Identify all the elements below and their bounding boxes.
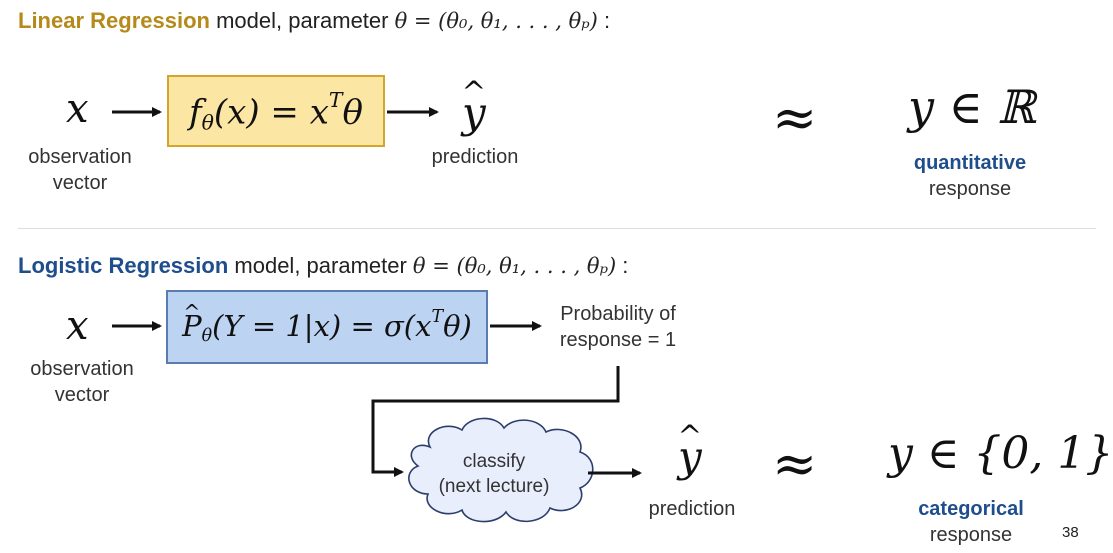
logistic-prob-line1: Probability of [560, 303, 676, 325]
linear-function-sup: T [328, 87, 343, 112]
linear-model-text: model, parameter [209, 8, 395, 33]
logistic-function-rest: (Y = 1|x) = σ(x [212, 309, 432, 344]
cloud-line2: (next lecture) [438, 476, 550, 497]
logistic-function-box: Pθ(Y = 1|x) = σ(xTθ) [166, 290, 488, 364]
linear-title: Linear Regression [18, 8, 210, 33]
logistic-probability-label: Probability of response = 1 [540, 301, 696, 353]
logistic-input-label-line1: observation [30, 358, 134, 380]
logistic-prob-line2: response = 1 [559, 329, 677, 351]
logistic-title: Logistic Regression [18, 253, 229, 278]
linear-output-symbol: y [462, 88, 486, 137]
linear-approx-symbol: ≈ [772, 86, 818, 149]
logistic-input-symbol: x [66, 303, 89, 349]
linear-response-math: y ∈ ℝ [908, 80, 1036, 134]
linear-output-hat: y [462, 88, 486, 137]
linear-function-arg: (x) = x [213, 92, 329, 133]
logistic-input-label-line2: vector [54, 384, 110, 406]
logistic-response-word: response [929, 524, 1013, 546]
logistic-input-label: observation vector [12, 356, 152, 408]
logistic-function-tail: θ) [443, 309, 472, 344]
logistic-function-sup: T [431, 307, 444, 328]
section-divider [18, 228, 1096, 229]
logistic-model-text: model, parameter [228, 253, 413, 278]
linear-param-math: θ = (θ₀, θ₁, . . . , θₚ) [394, 9, 598, 33]
logistic-approx-symbol: ≈ [772, 432, 818, 495]
linear-function-sub: θ [201, 110, 214, 135]
linear-response-word: response [928, 178, 1012, 200]
logistic-response-kind: categorical [918, 498, 1024, 520]
linear-response-label: quantitative response [895, 150, 1045, 202]
linear-input-symbol: x [66, 86, 89, 132]
cloud-line1: classify [462, 451, 526, 472]
classify-cloud-shape [408, 417, 594, 523]
logistic-response-math: y ∈ {0, 1} [888, 428, 1113, 479]
linear-input-label: observation vector [10, 144, 150, 196]
logistic-connector-to-cloud [371, 366, 620, 477]
linear-heading: Linear Regression model, parameter θ = (… [18, 8, 610, 34]
logistic-function-sub: θ [201, 326, 213, 347]
cloud-label: classify (next lecture) [420, 449, 568, 499]
logistic-function-p: P [182, 309, 202, 343]
logistic-function-formula: Pθ(Y = 1|x) = σ(xTθ) [182, 307, 472, 346]
logistic-heading: Logistic Regression model, parameter θ =… [18, 253, 628, 279]
logistic-output-hat: y [678, 432, 702, 481]
page-number: 38 [1062, 524, 1079, 541]
linear-function-formula: fθ(x) = xTθ [189, 88, 363, 134]
linear-response-kind: quantitative [913, 152, 1027, 174]
linear-function-tail: θ [342, 92, 363, 133]
linear-function-lhs: f [189, 92, 202, 133]
logistic-param-math: θ = (θ₀, θ₁, . . . , θₚ) [412, 254, 617, 278]
logistic-colon: : [616, 253, 629, 278]
linear-input-label-line2: vector [52, 172, 108, 194]
logistic-output-label: prediction [648, 498, 736, 520]
linear-input-label-line1: observation [28, 146, 132, 168]
logistic-output-symbol: y [678, 432, 702, 481]
linear-output-label: prediction [431, 146, 519, 168]
linear-colon: : [597, 8, 611, 33]
logistic-response-label: categorical response [896, 496, 1046, 548]
linear-function-box: fθ(x) = xTθ [167, 75, 385, 147]
